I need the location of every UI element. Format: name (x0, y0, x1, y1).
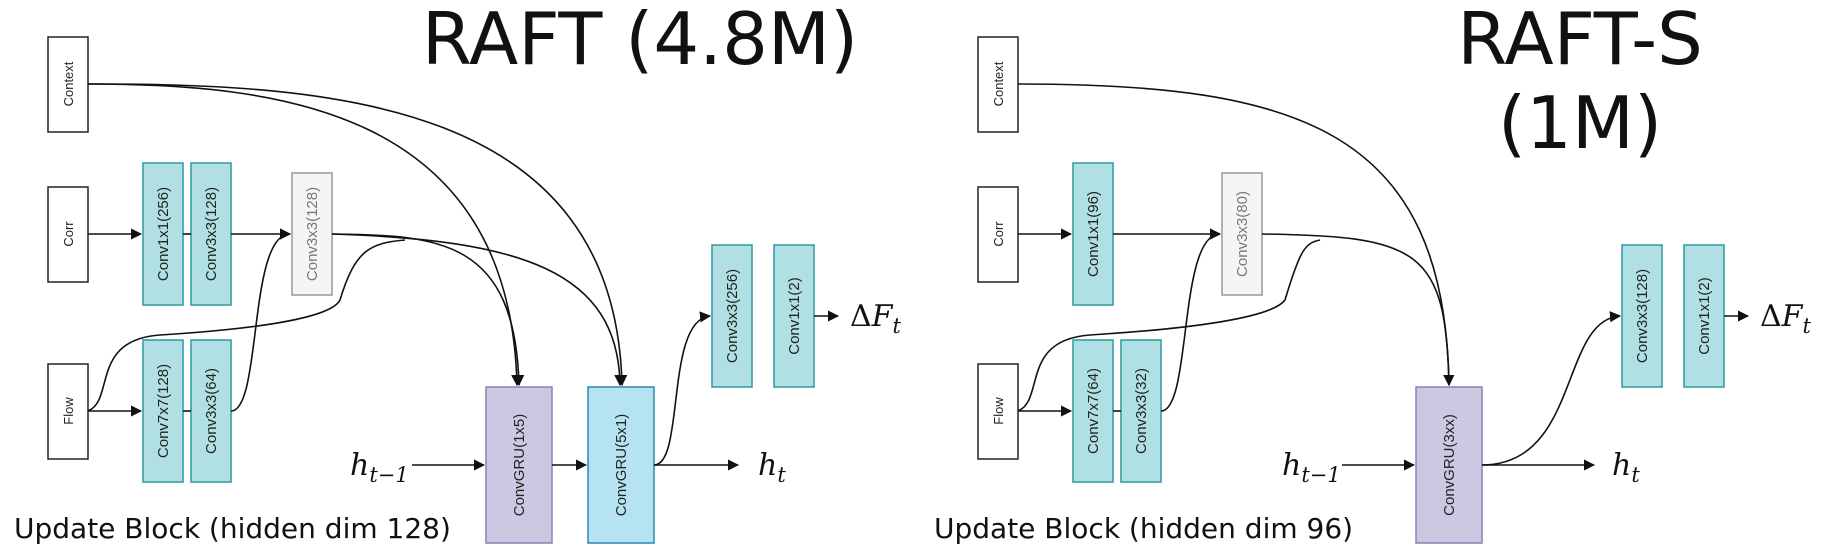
delta-f-label: ΔFt (1760, 299, 1812, 338)
panel-title-line-1: RAFT-S (1457, 0, 1703, 81)
head-conv-2: Conv1x1(2) (1683, 244, 1725, 388)
svg-text:Conv3x3(32): Conv3x3(32) (1133, 368, 1150, 454)
head-conv-2: Conv1x1(2) (773, 244, 815, 388)
gru-1: ConvGRU(3xx) (1415, 386, 1483, 544)
flow-label: Flow (61, 397, 76, 425)
flow-conv-2: Conv3x3(32) (1120, 339, 1162, 483)
context-label: Context (991, 61, 1006, 106)
svg-text:Conv7x7(128): Conv7x7(128) (155, 364, 172, 458)
flow-conv-1: Conv7x7(128) (142, 339, 184, 483)
h-prev-label: ht−1 (350, 448, 409, 487)
svg-text:Conv3x3(128): Conv3x3(128) (1634, 269, 1651, 363)
corr-label: Corr (61, 221, 76, 247)
gru-2: ConvGRU(5x1) (587, 386, 655, 544)
corr-conv-2: Conv3x3(128) (190, 162, 232, 306)
svg-text:Conv3x3(256): Conv3x3(256) (724, 269, 741, 363)
delta-f-label: ΔFt (850, 299, 902, 338)
gru-1: ConvGRU(1x5) (485, 386, 553, 544)
context-input: Context (977, 36, 1019, 133)
corr-input: Corr (977, 186, 1019, 283)
svg-text:Conv1x1(2): Conv1x1(2) (786, 277, 803, 355)
corr-conv-1: Conv1x1(96) (1072, 162, 1114, 306)
svg-text:Conv3x3(128): Conv3x3(128) (304, 187, 321, 281)
flow-input: Flow (977, 363, 1019, 460)
head-conv-1: Conv3x3(128) (1621, 244, 1663, 388)
panel-raft-s: RAFT-S (1M) Context Corr Flow Conv1x1(96… (934, 0, 1812, 545)
svg-text:Conv1x1(256): Conv1x1(256) (155, 187, 172, 281)
corr-conv-1: Conv1x1(256) (142, 162, 184, 306)
merge-conv: Conv3x3(128) (291, 172, 333, 296)
svg-text:Conv1x1(96): Conv1x1(96) (1085, 191, 1102, 277)
svg-text:Conv3x3(80): Conv3x3(80) (1234, 191, 1251, 277)
flow-input: Flow (47, 363, 89, 460)
svg-text:Conv3x3(128): Conv3x3(128) (203, 187, 220, 281)
panel-title-line-2: (1M) (1498, 81, 1662, 165)
flow-label: Flow (991, 397, 1006, 425)
flow-conv-1: Conv7x7(64) (1072, 339, 1114, 483)
svg-text:Conv7x7(64): Conv7x7(64) (1085, 368, 1102, 454)
svg-text:ConvGRU(1x5): ConvGRU(1x5) (511, 414, 528, 517)
flow-conv-2: Conv3x3(64) (190, 339, 232, 483)
corr-input: Corr (47, 186, 89, 283)
context-input: Context (47, 36, 89, 133)
head-conv-1: Conv3x3(256) (711, 244, 753, 388)
corr-label: Corr (991, 221, 1006, 247)
h-prev-label: ht−1 (1282, 448, 1341, 487)
svg-text:Conv3x3(64): Conv3x3(64) (203, 368, 220, 454)
h-next-label: ht (1612, 448, 1640, 487)
context-label: Context (61, 61, 76, 106)
svg-text:ConvGRU(5x1): ConvGRU(5x1) (613, 414, 630, 517)
panel-caption: Update Block (hidden dim 128) (14, 512, 451, 545)
edges (1017, 83, 1750, 471)
svg-text:ConvGRU(3xx): ConvGRU(3xx) (1441, 414, 1458, 516)
panel-title: RAFT (4.8M) (422, 0, 858, 81)
merge-conv: Conv3x3(80) (1221, 172, 1263, 296)
panel-caption: Update Block (hidden dim 96) (934, 512, 1353, 545)
panel-raft: RAFT (4.8M) Context Corr Flow Conv1x1(25… (14, 0, 902, 545)
svg-text:Conv1x1(2): Conv1x1(2) (1696, 277, 1713, 355)
edges (87, 83, 840, 471)
h-next-label: ht (758, 448, 786, 487)
